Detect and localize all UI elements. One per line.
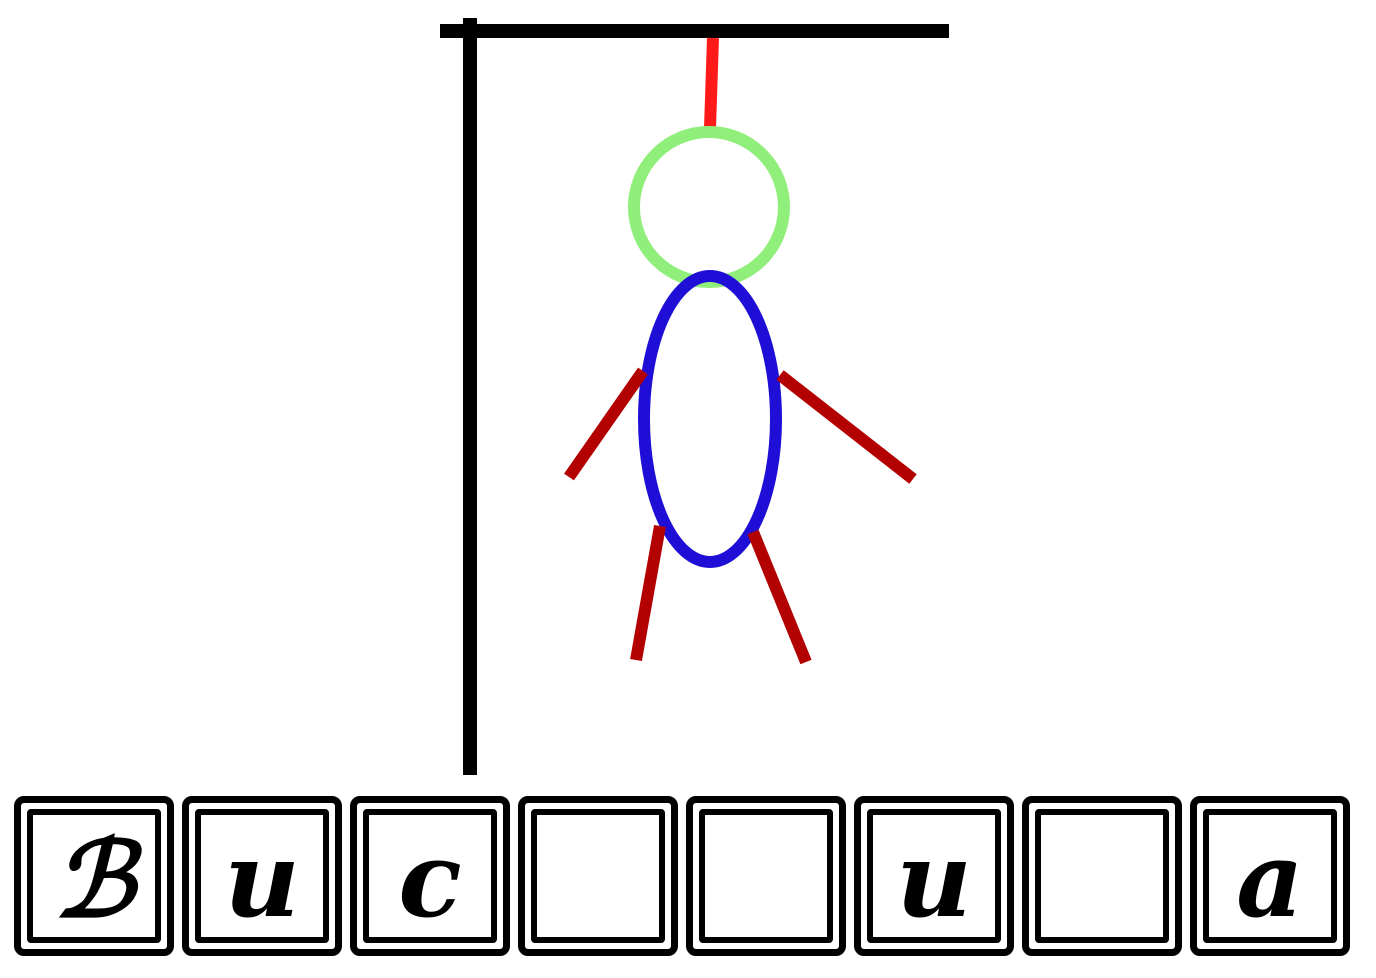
- tile-inner-frame: [531, 809, 665, 943]
- tile-inner-frame: a: [1203, 809, 1337, 943]
- rope: [704, 37, 719, 129]
- tile-inner-frame: c: [363, 809, 497, 943]
- tile-inner-frame: [1035, 809, 1169, 943]
- left-arm: [564, 367, 648, 481]
- letter-tile: u: [854, 796, 1014, 956]
- letter-tile: u: [182, 796, 342, 956]
- letter-tile: [686, 796, 846, 956]
- tile-letter: a: [1236, 818, 1304, 941]
- tile-letter: ℬ: [53, 818, 135, 941]
- gallows: [440, 18, 949, 775]
- tile-inner-frame: [699, 809, 833, 943]
- tile-letter: u: [896, 818, 972, 941]
- tile-letter: c: [398, 818, 462, 941]
- body: [638, 270, 782, 568]
- letter-tile: a: [1190, 796, 1350, 956]
- word-tiles: ℬ u c u: [14, 796, 1364, 960]
- tile-inner-frame: ℬ: [27, 809, 161, 943]
- left-leg: [630, 524, 666, 662]
- letter-tile: [518, 796, 678, 956]
- tile-inner-frame: u: [867, 809, 1001, 943]
- tile-inner-frame: u: [195, 809, 329, 943]
- letter-tile: [1022, 796, 1182, 956]
- right-arm: [776, 370, 917, 484]
- letter-tile: c: [350, 796, 510, 956]
- tile-letter: u: [224, 818, 300, 941]
- letter-tile: ℬ: [14, 796, 174, 956]
- head: [628, 126, 790, 288]
- right-leg: [747, 529, 812, 665]
